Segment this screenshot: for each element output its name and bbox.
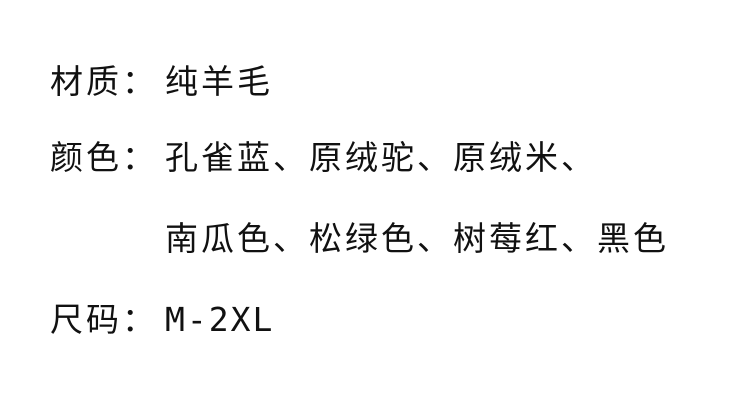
material-label: 材质： bbox=[50, 62, 158, 101]
color-label: 颜色： bbox=[50, 138, 158, 177]
size-label: 尺码： bbox=[50, 300, 158, 339]
color-values-line-2: 南瓜色、松绿色、树莓红、黑色 bbox=[165, 219, 669, 258]
size-row: 尺码：M-2XL bbox=[50, 300, 274, 340]
color-row-continued: 南瓜色、松绿色、树莓红、黑色 bbox=[165, 219, 669, 259]
color-values-line-1: 孔雀蓝、原绒驼、原绒米、 bbox=[165, 138, 597, 177]
material-value: 纯羊毛 bbox=[165, 62, 273, 101]
material-row: 材质：纯羊毛 bbox=[50, 62, 273, 102]
size-value: M-2XL bbox=[165, 300, 275, 339]
color-row: 颜色：孔雀蓝、原绒驼、原绒米、 bbox=[50, 138, 597, 178]
